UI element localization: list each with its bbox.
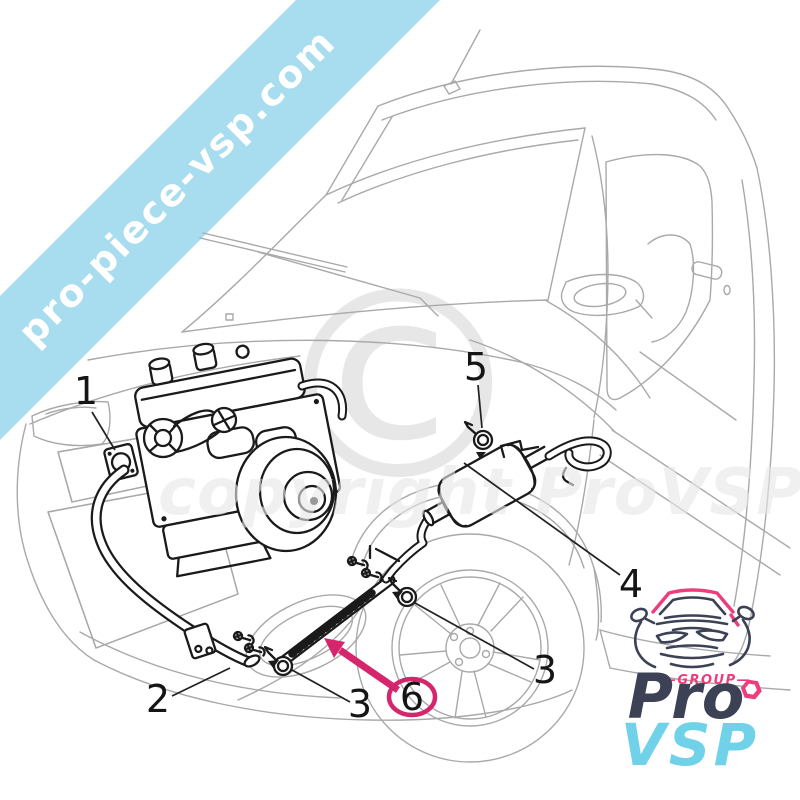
logo-car-roof-pink [651, 588, 735, 614]
leader-line-4 [463, 462, 621, 576]
leader-line-2 [171, 667, 231, 697]
logo-group-label: —GROUP— [663, 673, 751, 688]
tailpipe [499, 436, 612, 487]
cab-rear-edge [731, 167, 776, 665]
cab-roof [325, 65, 758, 201]
fastener-screws [232, 555, 383, 657]
pipe-hanger [368, 544, 401, 563]
clamp-muffler-part5 [463, 420, 494, 459]
callout-label-2: 2 [146, 677, 170, 721]
side-mirror [560, 273, 653, 319]
callout-label-4: 4 [619, 562, 643, 606]
wheel-spokes [399, 582, 541, 719]
muffler-part4 [422, 443, 552, 528]
callout-label-5: 5 [464, 345, 488, 389]
leader-line-1 [91, 411, 116, 451]
clamp-mid-part3 [387, 576, 418, 608]
leader-line-5 [477, 384, 483, 429]
leader-line-3-rear [414, 602, 535, 670]
provsp-logo: —GROUP— Pro VSP [621, 588, 762, 779]
logo-name-bottom: VSP [621, 711, 759, 779]
banner-stripe [0, 0, 440, 440]
highlight-oval [386, 676, 438, 718]
logo-name-top: Pro [628, 660, 745, 733]
variator-pulley [234, 435, 338, 553]
logo-hexagon-icon [740, 679, 762, 700]
headlight [31, 400, 111, 447]
muffler-hanger-bracket [499, 439, 540, 459]
engine-assembly [134, 342, 348, 578]
windshield [181, 127, 586, 333]
muffler-inlet-pipe [368, 514, 433, 584]
callout-label-6: 6 [400, 675, 424, 719]
callout-label-1: 1 [74, 369, 98, 413]
highlight-callout-6: 6 [324, 638, 438, 719]
copyright-text-watermark: copyright ProVSP [158, 456, 800, 530]
flex-pipe-part6 [275, 574, 396, 669]
downpipe-part2 [90, 464, 261, 668]
clamp-front-part3 [263, 645, 294, 677]
windshield-wiper [199, 232, 439, 321]
door-window [591, 135, 714, 419]
highlight-arrow [338, 647, 400, 693]
logo-car-icon [630, 588, 755, 669]
exhaust-system-parts [90, 342, 612, 677]
leader-line-3-front [291, 669, 351, 703]
highlight-arrow-head [324, 638, 345, 658]
callout-label-3-rear: 3 [533, 648, 557, 692]
callout-label-3-front: 3 [348, 682, 372, 726]
downpipe-bracket [183, 622, 217, 660]
callouts: 1 2 3 3 4 5 6 [74, 345, 643, 726]
